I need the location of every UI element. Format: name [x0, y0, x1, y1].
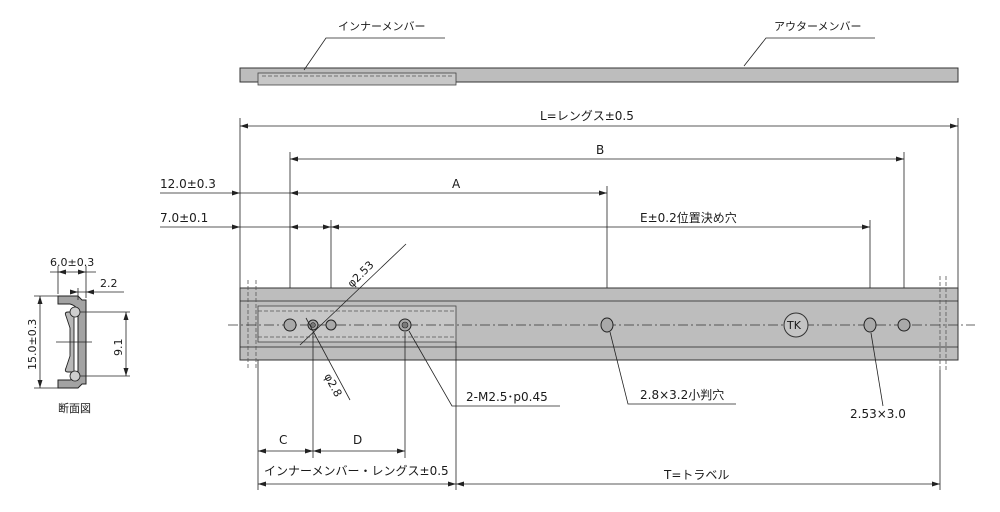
dim-c-label: C [279, 433, 287, 447]
m25-label: 2-M2.5･p0.45 [466, 390, 548, 404]
dia-253-leader [299, 243, 407, 346]
dim-travel-label: T=トラベル [663, 468, 729, 482]
cross-section: 6.0±0.3 2.2 15.0±0.3 9.1 断面図 [26, 256, 130, 415]
arrow [37, 296, 43, 304]
hole-m25-a [325, 319, 337, 331]
ball-top [69, 306, 81, 318]
arrow [290, 190, 298, 196]
dia-253-label: φ2.53 [345, 258, 377, 290]
arrow [331, 224, 339, 230]
ball-bottom [69, 370, 81, 382]
dim-a-label: A [452, 177, 461, 191]
tk-label: TK [786, 319, 802, 332]
slot-leader [609, 331, 736, 405]
arrow [932, 481, 940, 487]
arrow [232, 190, 240, 196]
inner-profile [64, 311, 75, 373]
dim-inner-length-label: インナーメンバー・レングス±0.5 [264, 464, 449, 478]
section-caption: 断面図 [58, 401, 91, 415]
slot253-label: 2.53×3.0 [850, 407, 906, 421]
arrow [86, 289, 94, 295]
upper-dimensions: L=レングス±0.5 B 12.0±0.3 A 7.0±0.1 E±0.2位置決… [160, 109, 959, 318]
arrow [599, 190, 607, 196]
m25-leader [408, 330, 560, 407]
section-lip-label: 2.2 [100, 277, 118, 290]
arrow [232, 224, 240, 230]
dim-12-label: 12.0±0.3 [160, 177, 216, 191]
section-width-label: 6.0±0.3 [50, 256, 94, 269]
arrow [123, 368, 129, 376]
arrow [290, 224, 298, 230]
arrow [896, 156, 904, 162]
arrow [58, 269, 66, 275]
arrow [862, 224, 870, 230]
section-height-label: 15.0±0.3 [26, 319, 39, 370]
arrow [448, 481, 456, 487]
outer-member-leader [743, 37, 875, 67]
outer-member-label: アウターメンバー [774, 20, 862, 33]
slot-label: 2.8×3.2小判穴 [640, 387, 724, 402]
front-view: TK [228, 276, 975, 370]
oval-hole [600, 317, 614, 333]
arrow [305, 448, 313, 454]
arrow [123, 312, 129, 320]
arrow [950, 123, 958, 129]
inner-member-top [257, 72, 457, 86]
hole-core [401, 321, 409, 329]
arrow [258, 481, 266, 487]
arrow [313, 448, 321, 454]
dim-d-label: D [353, 433, 362, 447]
dim-length-label: L=レングス±0.5 [540, 109, 634, 123]
dim-b-label: B [596, 143, 604, 157]
section-pitch-label: 9.1 [112, 339, 125, 357]
arrow [70, 289, 78, 295]
inner-member-label: インナーメンバー [338, 20, 426, 33]
arrow [78, 269, 86, 275]
arrow [456, 481, 464, 487]
arrow [37, 380, 43, 388]
top-view: インナーメンバー アウターメンバー [239, 20, 959, 86]
slot253-leader [870, 332, 884, 407]
dia-28-label: φ2.8 [321, 371, 344, 399]
hole-core [310, 322, 316, 328]
dia-28-leader [305, 317, 351, 401]
arrow [258, 448, 266, 454]
arrow [240, 123, 248, 129]
positioning-hole [863, 317, 877, 333]
arrow [323, 224, 331, 230]
inner-member-leader [303, 37, 445, 71]
dim-7-label: 7.0±0.1 [160, 211, 208, 225]
arrow [397, 448, 405, 454]
tk-mark [783, 312, 809, 338]
hole-end [897, 318, 911, 332]
lower-dimensions: C D インナーメンバー・レングス±0.5 T=トラベル [257, 332, 941, 490]
arrow [290, 156, 298, 162]
dim-e-label: E±0.2位置決め穴 [640, 210, 737, 225]
hole-253 [283, 318, 297, 332]
